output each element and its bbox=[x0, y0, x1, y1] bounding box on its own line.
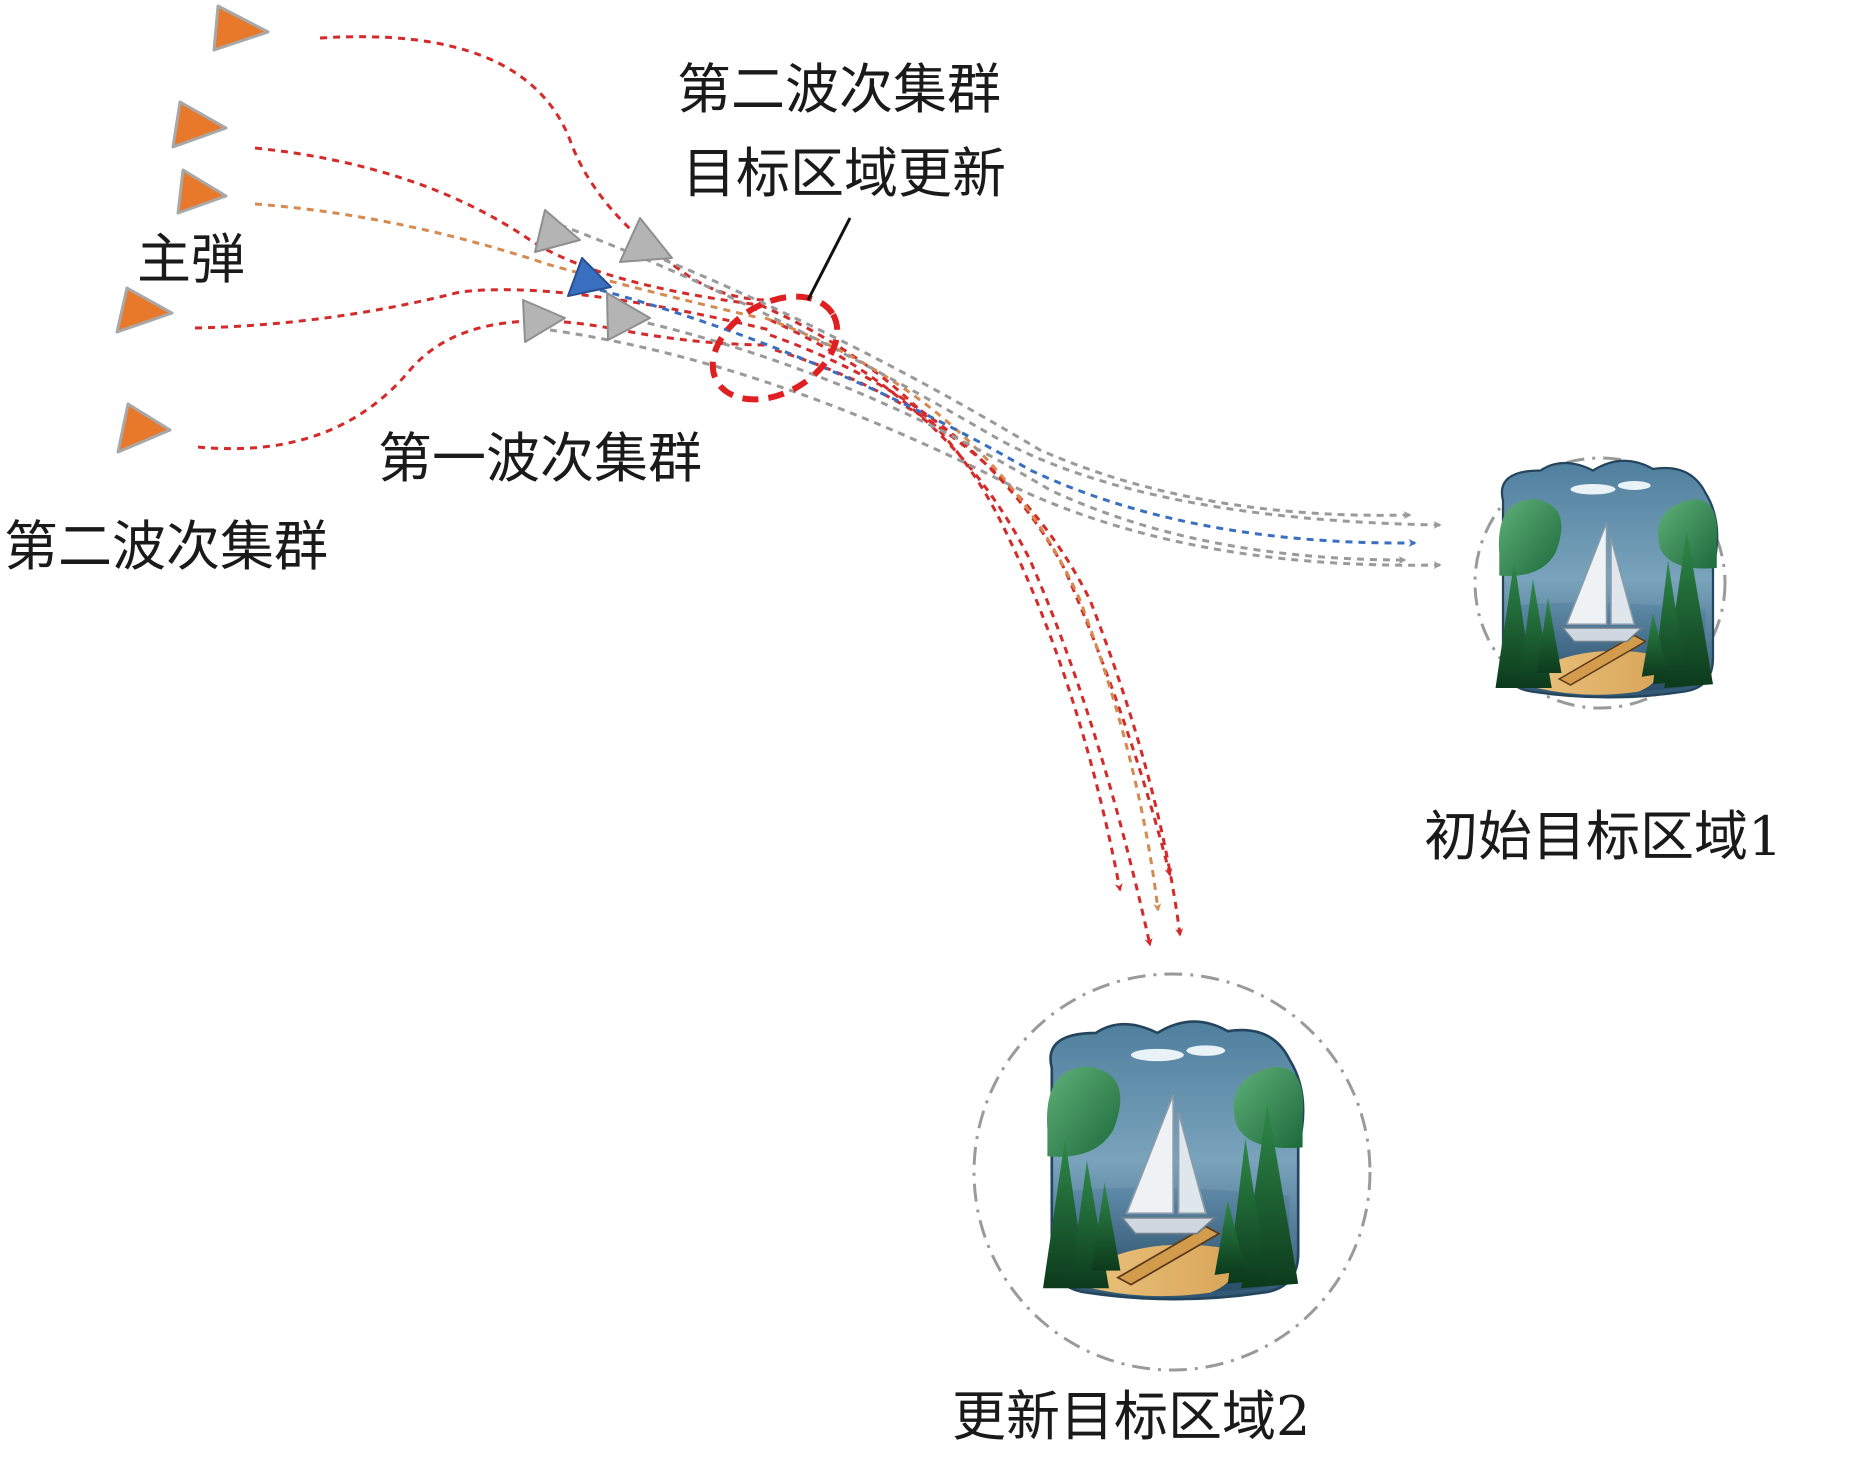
updated-target-ring bbox=[972, 972, 1372, 1372]
gray-triangle-icon bbox=[619, 217, 673, 263]
first-wave-path-2 bbox=[639, 248, 1412, 520]
first-wave-cluster-label: 第一波次集群 bbox=[378, 427, 702, 490]
orange-triangle-icon bbox=[212, 4, 270, 52]
orange-triangle-icon bbox=[115, 286, 174, 334]
first-wave-paths bbox=[549, 223, 1442, 570]
update-callout-line2: 目标区域更新 bbox=[682, 142, 1006, 205]
initial-target-label: 初始目标区域1 bbox=[1424, 805, 1782, 868]
red-path-to-target2-2 bbox=[769, 318, 1153, 947]
harbor-scene-icon bbox=[1041, 1020, 1305, 1301]
first-wave-path-3 bbox=[549, 328, 1442, 570]
gray-triangle-icon bbox=[522, 299, 566, 343]
blue-triangle-icon bbox=[567, 257, 612, 297]
gray-triangle-icon bbox=[606, 292, 651, 341]
second-wave-cluster-label: 第二波次集群 bbox=[4, 515, 328, 578]
second-wave-path-2 bbox=[254, 146, 761, 307]
orange-triangle-icon bbox=[116, 402, 172, 454]
paths-to-updated-target bbox=[759, 303, 1184, 947]
tan-path-to-target2 bbox=[764, 316, 1162, 912]
second-wave-path-3 bbox=[194, 288, 771, 332]
orange-triangle-icon bbox=[171, 100, 228, 149]
second-wave-path-4 bbox=[197, 319, 771, 451]
main-missile-path-to-target1 bbox=[599, 288, 1417, 548]
main-missile-label: 主弾 bbox=[137, 228, 245, 291]
harbor-scene-icon bbox=[1494, 459, 1719, 699]
second-wave-path-1 bbox=[319, 35, 771, 302]
first-wave-path-1 bbox=[559, 223, 1442, 529]
orange-triangle-icon bbox=[176, 168, 228, 215]
main-missile-path-start bbox=[254, 202, 761, 320]
gray-triangle-icon bbox=[534, 209, 581, 253]
update-callout-line1: 第二波次集群 bbox=[677, 58, 1001, 121]
second-wave-cluster-icons bbox=[115, 4, 270, 454]
target-update-marker bbox=[709, 293, 841, 403]
updated-target-label: 更新目标区域2 bbox=[952, 1385, 1310, 1448]
red-path-to-target2-1 bbox=[759, 303, 1123, 892]
red-path-to-target2-4 bbox=[774, 348, 1184, 937]
first-wave-cluster-icons bbox=[522, 209, 673, 343]
initial-target-ring bbox=[1473, 456, 1727, 710]
callout-line bbox=[806, 217, 852, 301]
red-path-to-target2-3 bbox=[769, 333, 1173, 877]
first-wave-path-4 bbox=[634, 318, 1407, 564]
